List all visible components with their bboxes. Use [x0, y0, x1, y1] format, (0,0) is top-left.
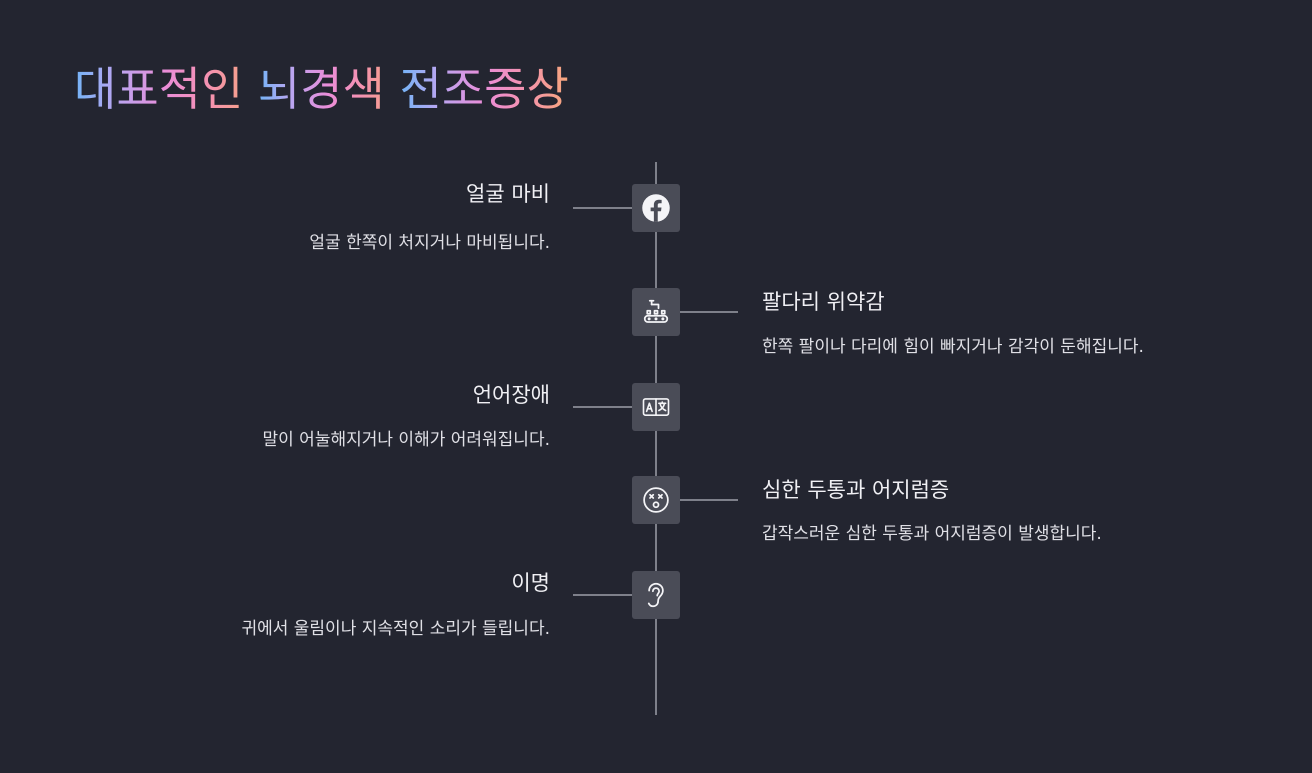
heading-speech-disorder: 언어장애 — [472, 383, 550, 407]
page-title: 대표적인 뇌경색 전조증상 — [74, 58, 569, 120]
node-limb-weakness — [632, 288, 680, 336]
facebook-icon — [642, 194, 670, 222]
ear-icon — [647, 582, 664, 608]
connector-headache-dizziness — [680, 499, 738, 501]
title-part-1: 대표적인 — [74, 62, 258, 116]
heading-limb-weakness: 팔다리 위약감 — [762, 290, 885, 314]
connector-limb-weakness — [680, 311, 738, 313]
node-speech-disorder — [632, 383, 680, 431]
translate-icon — [642, 398, 670, 416]
timeline-spine — [655, 162, 657, 715]
title-part-2: 뇌경색 — [257, 62, 400, 116]
connector-facial-paralysis — [573, 207, 632, 209]
node-tinnitus — [632, 571, 680, 619]
connector-tinnitus — [573, 594, 632, 596]
heading-tinnitus: 이명 — [511, 571, 550, 595]
conveyor-arm-icon — [643, 299, 669, 323]
connector-speech-disorder — [573, 406, 632, 408]
description-headache-dizziness: 갑작스러운 심한 두통과 어지럼증이 발생합니다. — [762, 524, 1102, 544]
description-facial-paralysis: 얼굴 한쪽이 처지거나 마비됩니다. — [309, 233, 550, 253]
node-headache-dizziness — [632, 476, 680, 524]
description-speech-disorder: 말이 어눌해지거나 이해가 어려워집니다. — [262, 430, 551, 450]
description-limb-weakness: 한쪽 팔이나 다리에 힘이 빠지거나 감각이 둔해집니다. — [762, 337, 1144, 357]
heading-headache-dizziness: 심한 두통과 어지럼증 — [762, 478, 950, 502]
heading-facial-paralysis: 얼굴 마비 — [466, 182, 550, 206]
node-facial-paralysis — [632, 184, 680, 232]
dizzy-face-icon — [643, 487, 669, 513]
description-tinnitus: 귀에서 울림이나 지속적인 소리가 들립니다. — [241, 619, 550, 639]
title-part-3: 전조증상 — [399, 62, 569, 116]
